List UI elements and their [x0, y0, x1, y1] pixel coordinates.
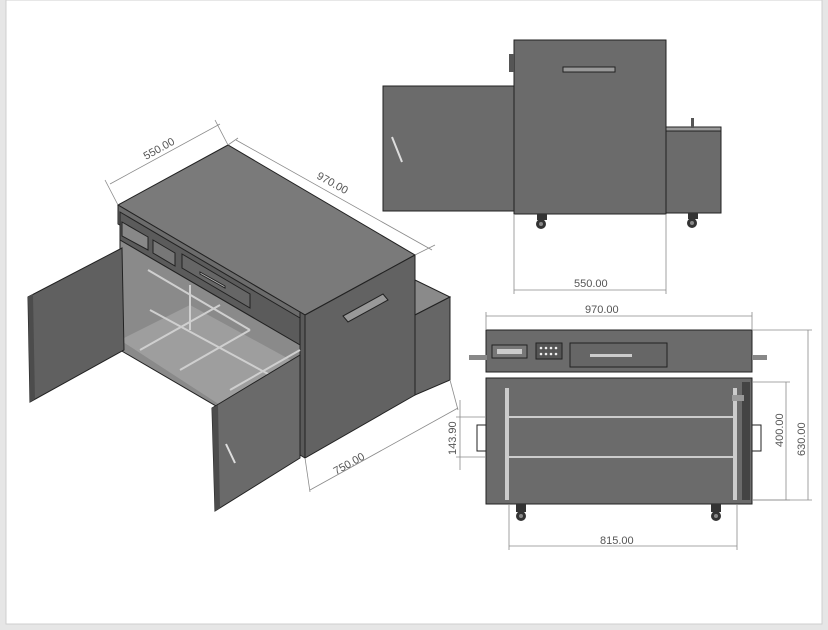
front-wheel-left — [516, 504, 526, 521]
side-view: 550.00 — [382, 39, 722, 294]
front-wheelbase-label: 815.00 — [600, 535, 634, 547]
side-main-body — [513, 39, 667, 215]
front-hinge — [742, 382, 750, 500]
side-wheel-left — [536, 214, 547, 229]
front-buttons — [535, 342, 563, 360]
front-wheel-right — [711, 504, 721, 521]
isometric-view — [27, 144, 452, 512]
side-depth-label: 550.00 — [574, 278, 608, 290]
side-wheel-right — [687, 213, 698, 228]
display-panel — [121, 221, 149, 251]
side-step — [665, 129, 722, 214]
side-door — [382, 85, 515, 212]
front-view: 970.00 630.00 400.00 143.90 815.00 — [447, 304, 812, 550]
front-cabinet — [485, 377, 753, 505]
button-panel — [152, 239, 176, 267]
front-shelf-gap-label: 143.90 — [447, 421, 459, 455]
front-height-label: 630.00 — [796, 422, 808, 456]
front-length-label: 970.00 — [585, 304, 619, 316]
front-inner-height-label: 400.00 — [774, 413, 786, 447]
